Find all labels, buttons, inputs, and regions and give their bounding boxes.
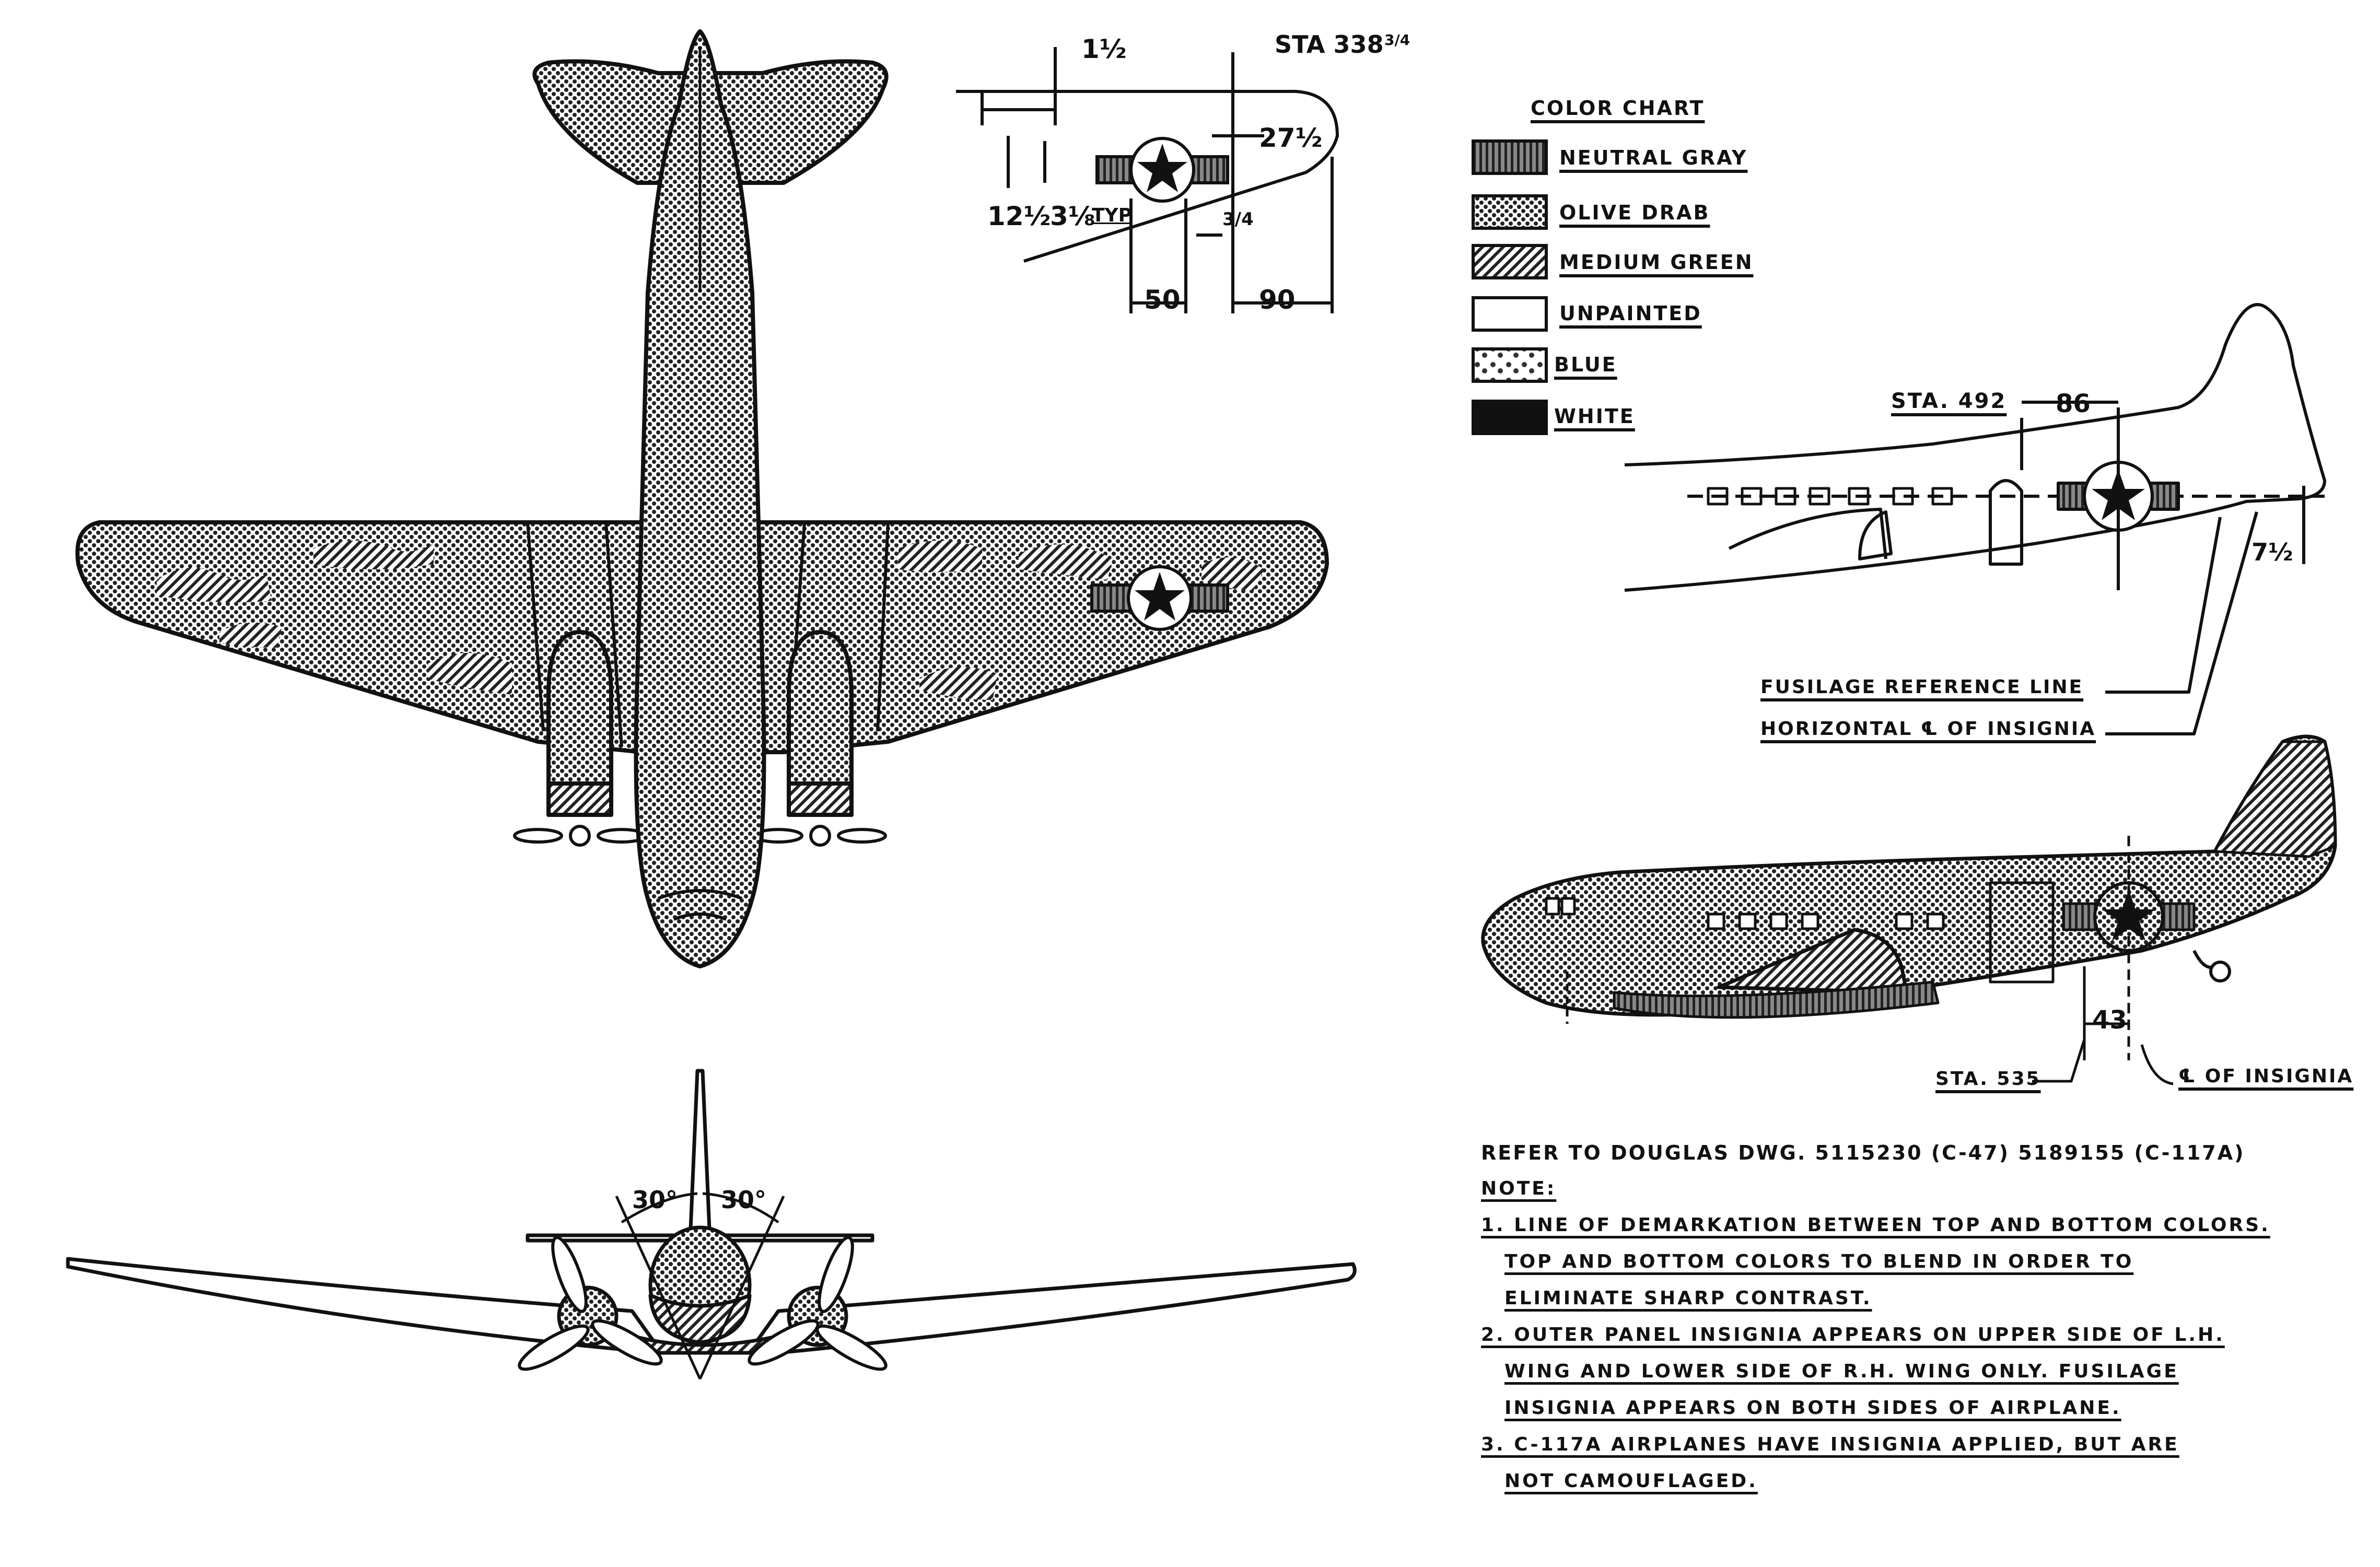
note-line-7: 3. C-117A AIRPLANES HAVE INSIGNIA APPLIE… (1481, 1434, 2179, 1455)
front-view-wing (66, 1257, 1357, 1355)
side-dim-86: 86 (2056, 389, 2091, 418)
front-angle-right: 30° (721, 1186, 767, 1214)
detail-dim-12-5: 12½ (987, 201, 1051, 231)
side-sta-492: STA. 492 (1891, 389, 2007, 413)
side-view-outline (1624, 303, 2326, 735)
horizontal-centerline-label: HORIZONTAL ℄ OF INSIGNIA (1760, 718, 2096, 740)
color-chart-title: COLOR CHART (1531, 97, 1705, 120)
side-view-camo-fuselage (1481, 734, 2337, 1017)
note-line-6: INSIGNIA APPEARS ON BOTH SIDES OF AIRPLA… (1504, 1397, 2121, 1419)
top-view-wing-insignia (1090, 565, 1229, 631)
top-view-nacelle-left (546, 630, 613, 817)
color-chart-item-olive-drab: OLIVE DRAB (1559, 201, 1710, 224)
color-chart-item-white: WHITE (1554, 405, 1635, 428)
color-chart-item-blue: BLUE (1554, 353, 1617, 376)
top-view-fuselage (634, 29, 766, 968)
front-view (66, 1069, 1357, 1380)
detail-dim-1-5: 1½ (1081, 34, 1127, 64)
side-view-windows (1707, 487, 1953, 506)
detail-dim-50: 50 (1144, 285, 1181, 315)
detail-sta-label: STA 338 (1275, 30, 1384, 59)
insignia-detail (956, 47, 1339, 313)
note-line-8: NOT CAMOUFLAGED. (1504, 1470, 1758, 1492)
top-view-camouflage (157, 541, 1264, 700)
notes-heading: NOTE: (1481, 1178, 1557, 1199)
note-line-1: 1. LINE OF DEMARKATION BETWEEN TOP AND B… (1481, 1214, 2270, 1236)
front-angle-left: 30° (632, 1186, 678, 1214)
color-chart-item-unpainted: UNPAINTED (1559, 302, 1702, 325)
detail-sta-fraction: 3/4 (1384, 31, 1410, 49)
fuselage-reference-line-label: FUSILAGE REFERENCE LINE (1760, 676, 2084, 698)
notes-refer-line: REFER TO DOUGLAS DWG. 5115230 (C-47) 518… (1481, 1141, 2245, 1164)
detail-dim-27-5: 27½ (1259, 123, 1323, 153)
side-dim-43: 43 (2092, 1005, 2127, 1035)
side-view-camo-windows (1545, 897, 1945, 930)
side-sta-535: STA. 535 (1935, 1068, 2041, 1090)
side-view-camo-wing (1717, 928, 1909, 995)
detail-dim-90: 90 (1259, 285, 1296, 315)
detail-dim-3-8: 3⅛ (1050, 201, 1095, 231)
centerline-of-insignia-label: ℄ OF INSIGNIA (2178, 1066, 2354, 1087)
note-line-5: WING AND LOWER SIDE OF R.H. WING ONLY. F… (1504, 1361, 2179, 1382)
top-view (75, 29, 1329, 968)
color-chart-item-medium-green: MEDIUM GREEN (1559, 251, 1754, 274)
top-view-nacelle-right (787, 630, 854, 817)
side-view-camouflaged (1481, 734, 2337, 1085)
note-line-2: TOP AND BOTTOM COLORS TO BLEND IN ORDER … (1504, 1251, 2134, 1272)
detail-dim-3-4: 3/4 (1222, 209, 1254, 230)
note-line-3: ELIMINATE SHARP CONTRAST. (1504, 1288, 1872, 1309)
color-chart-item-neutral-gray: NEUTRAL GRAY (1559, 146, 1748, 169)
note-line-4: 2. OUTER PANEL INSIGNIA APPEARS ON UPPER… (1481, 1324, 2225, 1346)
insignia-detail-mark (1095, 137, 1229, 203)
detail-typ: TYP (1092, 205, 1133, 226)
side-dim-7-5: 7½ (2251, 538, 2293, 566)
color-chart-swatches (1472, 139, 1548, 435)
